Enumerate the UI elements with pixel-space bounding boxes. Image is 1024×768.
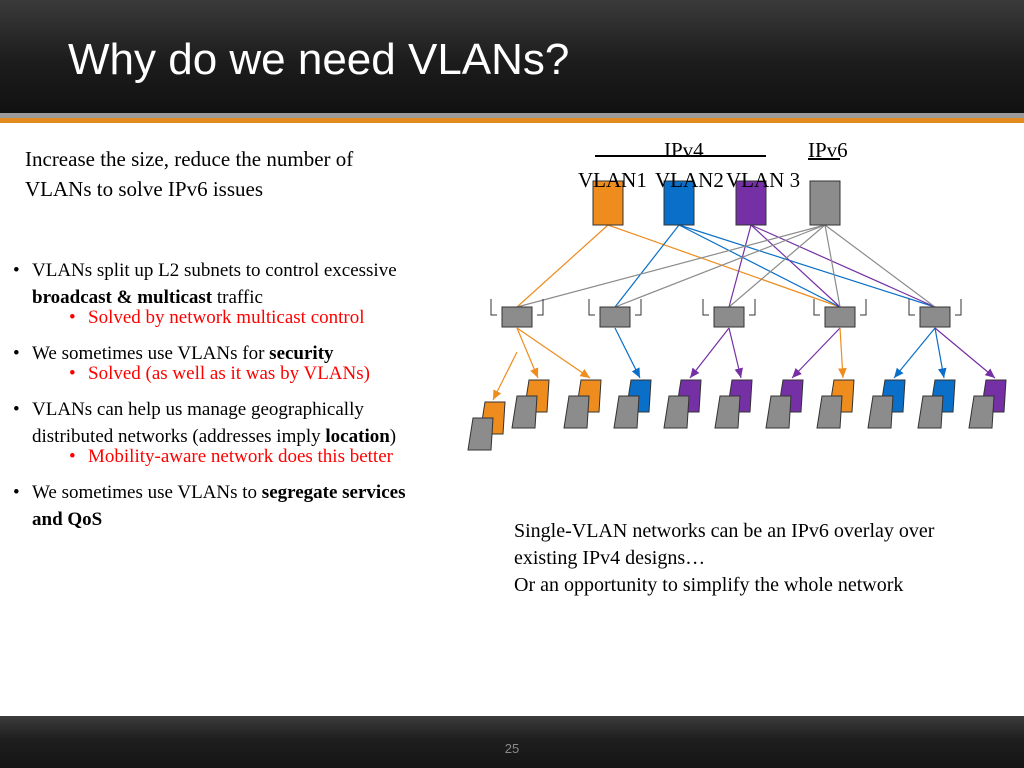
- ipv6-router: [809, 180, 841, 226]
- host-link-arrow: [893, 327, 936, 379]
- switch-bracket-left: [813, 299, 820, 316]
- ipv4-label: IPv4: [664, 138, 704, 162]
- vlan3-router: [735, 180, 767, 226]
- intro-text: Increase the size, reduce the number of …: [25, 147, 354, 201]
- host-link-arrow: [791, 327, 841, 379]
- host-ipv6: [563, 395, 590, 429]
- access-switch-3: [713, 306, 745, 328]
- host-ipv6: [663, 395, 690, 429]
- uplink-line: [728, 224, 826, 308]
- host-ipv6: [714, 395, 741, 429]
- caption: Single-VLAN networks can be an IPv6 over…: [514, 518, 994, 599]
- access-switch-5: [919, 306, 951, 328]
- switch-bracket-left: [490, 299, 497, 316]
- bullet-broadcast: VLANs split up L2 subnets to control exc…: [13, 257, 438, 311]
- uplink-line: [750, 224, 841, 308]
- vlan2-label: VLAN2: [655, 168, 724, 192]
- host-link-arrow: [934, 327, 996, 379]
- bullet-list: VLANs split up L2 subnets to control exc…: [13, 257, 438, 533]
- sub-bullet-solved-security: Solved (as well as it was by VLANs): [69, 360, 438, 387]
- switch-bracket-right: [537, 299, 544, 316]
- header-divider-gray: [0, 113, 1024, 118]
- vlan3-label: VLAN 3: [726, 168, 801, 192]
- uplink-line: [678, 224, 841, 308]
- caption-line-1: Single-VLAN networks can be an IPv6 over…: [514, 520, 935, 569]
- host-ipv6: [765, 395, 792, 429]
- vlan1-label: VLAN1: [578, 168, 647, 192]
- host-link-arrow: [492, 351, 518, 401]
- uplink-line: [750, 224, 936, 308]
- host-ipv6: [968, 395, 995, 429]
- bullet-security: We sometimes use VLANs for security: [13, 340, 438, 367]
- host-ipv6: [511, 395, 538, 429]
- switch-bracket-left: [702, 299, 709, 316]
- vlan1-router: [592, 180, 624, 226]
- access-switch-1: [501, 306, 533, 328]
- bullet-segregate: We sometimes use VLANs to segregate serv…: [13, 479, 438, 533]
- access-switch-2: [599, 306, 631, 328]
- switch-bracket-left: [908, 299, 915, 316]
- sub-bullet-multicast-control: Solved by network multicast control: [69, 304, 438, 331]
- vlan2-router: [663, 180, 695, 226]
- page-number: 25: [504, 741, 520, 756]
- host-link-arrow: [934, 327, 947, 379]
- uplink-line: [824, 224, 936, 308]
- switch-bracket-right: [749, 299, 756, 316]
- host-link-arrow: [614, 327, 641, 379]
- bullet-geography: VLANs can help us manage geographically …: [13, 396, 438, 450]
- switch-bracket-right: [635, 299, 642, 316]
- host-ipv6: [467, 417, 494, 451]
- access-switch-4: [824, 306, 856, 328]
- uplink-line: [516, 224, 826, 308]
- host-link-arrow: [838, 327, 847, 379]
- uplink-line: [728, 224, 752, 308]
- ipv6-label: IPv6: [808, 138, 848, 162]
- host-link-arrow: [516, 327, 539, 379]
- host-ipv6: [867, 395, 894, 429]
- title-bar: [0, 0, 1024, 113]
- header-divider-orange: [0, 118, 1024, 123]
- host-ipv6: [917, 395, 944, 429]
- switch-bracket-right: [955, 299, 962, 316]
- host-link-arrow: [689, 327, 730, 379]
- host-link-arrow: [728, 327, 743, 379]
- uplink-line: [678, 224, 936, 308]
- footer-bar: [0, 716, 1024, 768]
- uplink-line: [614, 224, 680, 308]
- host-ipv6: [816, 395, 843, 429]
- sub-bullet-mobility: Mobility-aware network does this better: [69, 443, 438, 470]
- uplink-line: [824, 224, 841, 308]
- switch-bracket-right: [860, 299, 867, 316]
- host-link-arrow: [516, 327, 591, 379]
- host-ipv6: [613, 395, 640, 429]
- switch-bracket-left: [588, 299, 595, 316]
- caption-line-2: Or an opportunity to simplify the whole …: [514, 574, 904, 596]
- uplink-line: [516, 224, 609, 308]
- uplink-line: [607, 224, 841, 308]
- uplink-line: [614, 224, 826, 308]
- slide-title: Why do we need VLANs?: [68, 35, 570, 84]
